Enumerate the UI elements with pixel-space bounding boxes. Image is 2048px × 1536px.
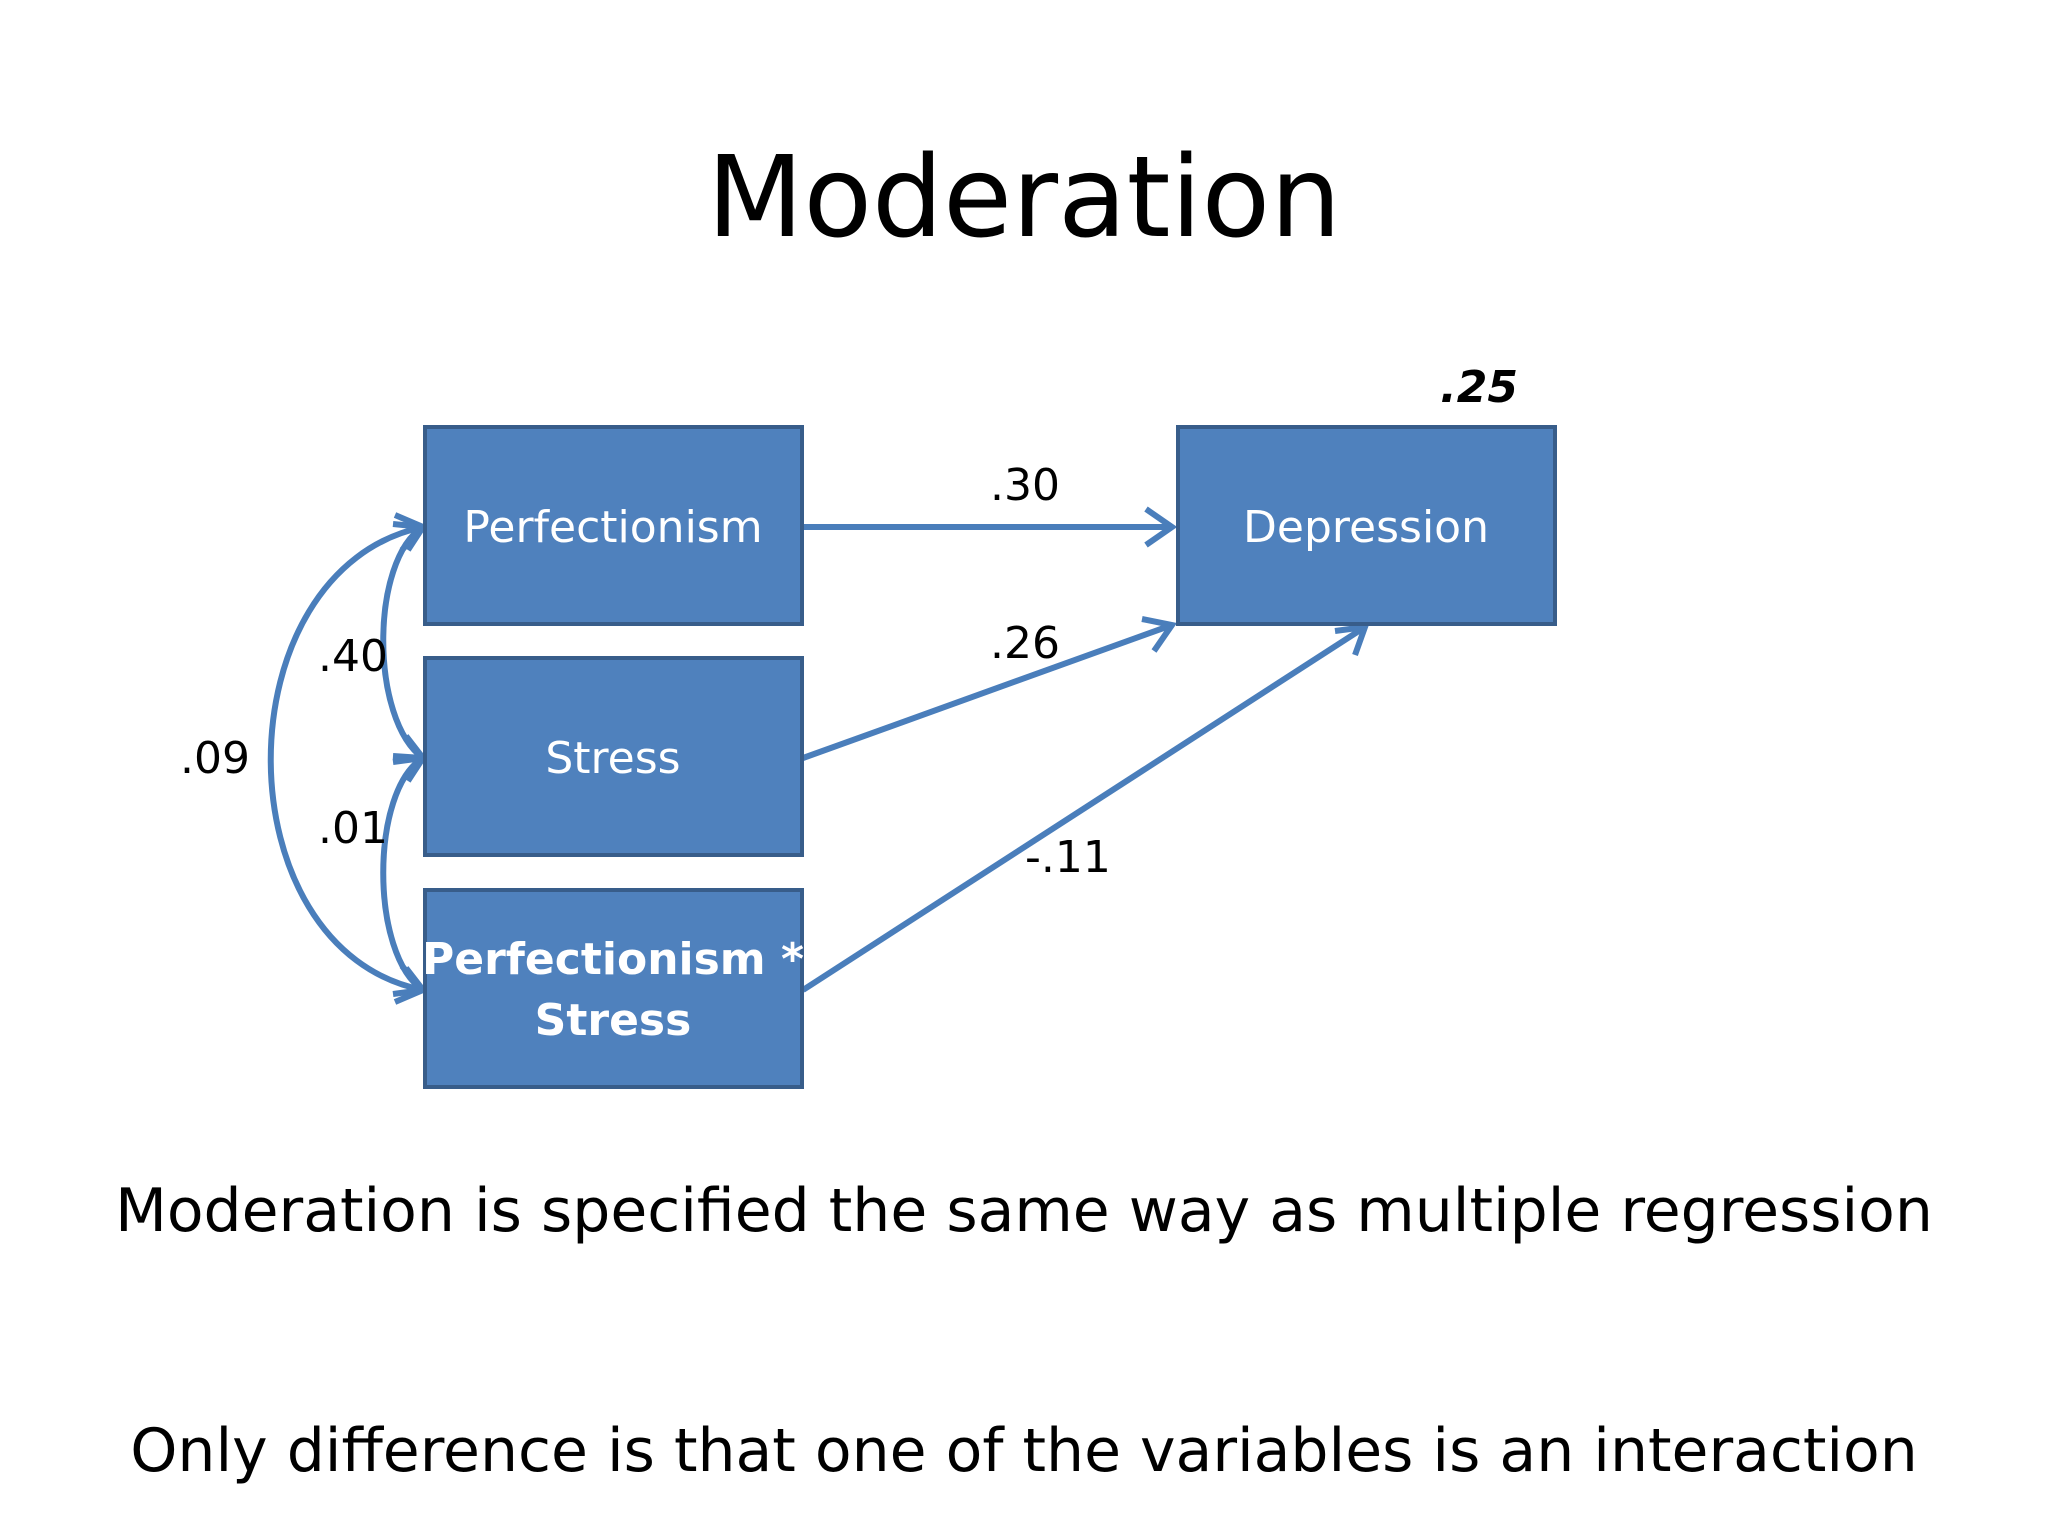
coef-perfectionism-stress: .40: [318, 631, 388, 682]
arrowhead-perfectionism-depression: [1144, 506, 1178, 548]
node-perfectionism-box: [423, 425, 804, 626]
regression-paths: [801, 506, 1370, 993]
caption-line-2-text: Only difference is that one of the varia…: [130, 1416, 1918, 1486]
coef-perfectionism-interaction: .09: [180, 733, 250, 784]
node-perfectionism-label: Perfectionism: [463, 502, 762, 553]
node-interaction-label-line2: Stress: [535, 995, 692, 1046]
node-perfectionism: Perfectionism: [423, 425, 804, 626]
corr-stress-interaction: [380, 755, 425, 993]
r-squared-depression: .25: [1440, 362, 1518, 413]
corr-perfectionism-interaction: [267, 524, 424, 993]
arrowhead-interaction-depression: [1334, 623, 1370, 657]
coef-perfectionism-depression: .30: [990, 460, 1060, 511]
arrowhead-stress-depression: [1141, 616, 1178, 653]
node-interaction-box: [423, 888, 804, 1089]
node-depression-box: [1176, 425, 1557, 626]
node-interaction-label-line1: Perfectionism *: [422, 934, 804, 985]
node-stress: Stress: [423, 656, 804, 857]
node-stress-label: Stress: [545, 733, 680, 784]
caption-line-1-text: Moderation is specified the same way as …: [115, 1176, 1933, 1246]
path-stress-depression: [801, 622, 1174, 761]
node-depression-label: Depression: [1243, 502, 1489, 553]
caption-line-2: Only difference is that one of the varia…: [0, 1410, 2048, 1492]
coef-interaction-depression: -.11: [1025, 832, 1111, 883]
slide-title: Moderation: [706, 133, 1342, 263]
coef-stress-interaction: .01: [318, 803, 388, 854]
corr-perfectionism-stress: [380, 524, 425, 761]
node-interaction: Perfectionism * Stress: [422, 888, 804, 1089]
node-depression: Depression: [1176, 425, 1557, 626]
covariance-paths: [267, 512, 429, 1005]
node-stress-box: [423, 656, 804, 857]
coef-stress-depression: .26: [990, 618, 1060, 669]
caption-line-1: Moderation is specified the same way as …: [0, 1170, 2048, 1252]
path-interaction-depression: [801, 624, 1367, 993]
